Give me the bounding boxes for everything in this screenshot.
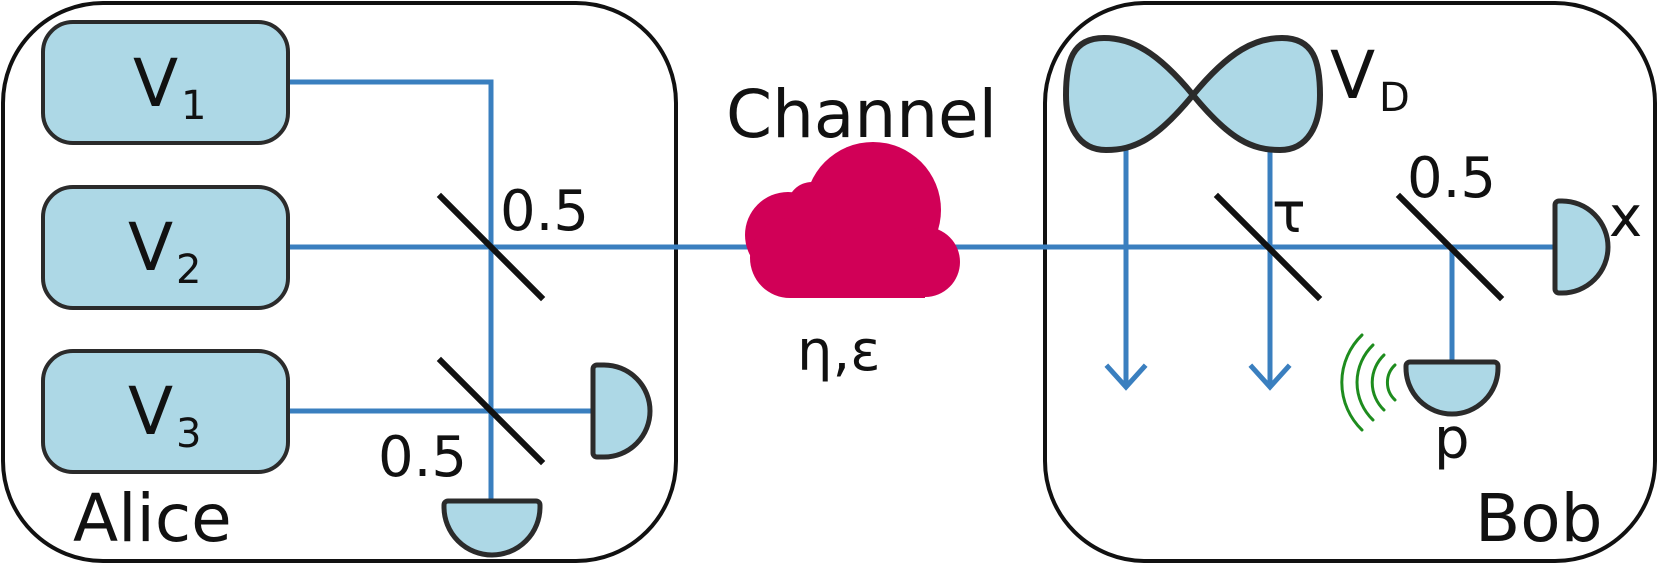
beam-splitter-bottom — [436, 356, 546, 466]
bs-bottom-label: 0.5 — [378, 425, 467, 490]
source-v2-subscript: 2 — [176, 247, 201, 293]
beam-splitter-top — [436, 192, 546, 302]
source-v3-symbol: V — [128, 373, 173, 450]
source-v2: V 2 — [41, 185, 290, 310]
tau-label: τ — [1272, 181, 1306, 246]
channel-params: η,ε — [797, 319, 881, 384]
beam-splitter-bob — [1395, 192, 1505, 302]
detector-icon — [590, 362, 653, 460]
epr-source — [1063, 35, 1323, 153]
source-v1-symbol: V — [133, 45, 178, 122]
bs-bob-label: 0.5 — [1407, 146, 1496, 211]
arrow-down-icon — [1248, 363, 1292, 391]
source-v3-subscript: 3 — [176, 411, 201, 457]
arrow-down-icon — [1104, 363, 1148, 391]
wireless-signal-icon — [1340, 333, 1397, 432]
beam-splitter-tau — [1213, 192, 1323, 302]
bs-top-label: 0.5 — [500, 179, 589, 244]
p-label: p — [1434, 407, 1470, 472]
alice-frame — [1, 1, 678, 563]
detector-icon — [441, 498, 543, 558]
beam-v1 — [285, 79, 494, 503]
detector-icon — [1552, 198, 1611, 296]
source-vd-subscript: D — [1379, 75, 1410, 121]
source-v3: V 3 — [41, 349, 290, 474]
source-v2-symbol: V — [128, 209, 173, 286]
detector-icon — [1403, 359, 1501, 417]
alice-section: V 1 V 2 V 3 0.5 0.5 Alice — [41, 20, 763, 558]
bob-section: V D τ 0.5 x p Bob — [1042, 35, 1642, 557]
x-label: x — [1609, 185, 1642, 250]
source-v1: V 1 — [41, 20, 290, 145]
source-vd-symbol: V — [1330, 37, 1375, 114]
channel-label: Channel — [726, 76, 997, 153]
channel-section: Channel η,ε — [726, 76, 1049, 384]
alice-label: Alice — [73, 480, 232, 557]
bob-label: Bob — [1475, 480, 1603, 557]
source-v1-subscript: 1 — [181, 83, 206, 129]
cloud-icon — [745, 142, 960, 298]
bob-frame — [1043, 1, 1657, 563]
